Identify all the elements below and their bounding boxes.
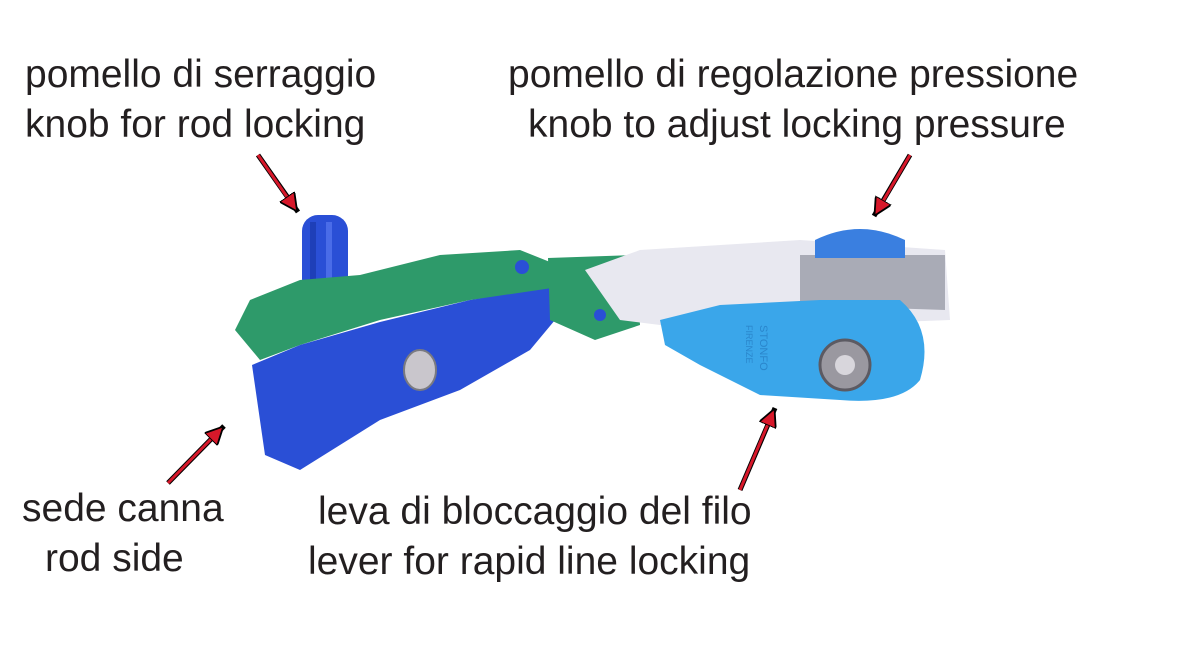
arrow-to-pressure-knob (879, 154, 912, 208)
brand-mark-city: FIRENZE (744, 325, 754, 364)
label-pressure-knob-it: pomello di regolazione pressione (508, 53, 1079, 96)
brand-mark: STONFO (757, 325, 769, 371)
label-pressure-knob-en: knob to adjust locking pressure (528, 103, 1066, 146)
arrow-to-rod-side (166, 433, 217, 485)
rod-locking-knob (302, 215, 348, 295)
pressure-knob-wheel (815, 229, 905, 258)
arrow-to-rod-knob (256, 154, 292, 204)
rod-clamp-blue-jaw (252, 288, 555, 470)
label-rod-knob-en: knob for rod locking (25, 103, 366, 146)
label-line-lever-it: leva di bloccaggio del filo (318, 490, 752, 533)
rod-clamp-green-jaw (235, 250, 552, 360)
label-rod-side-it: sede canna (22, 487, 224, 530)
label-line-lever-en: lever for rapid line locking (308, 540, 751, 583)
annotation-arrows (166, 153, 913, 491)
label-rod-side-en: rod side (45, 537, 184, 580)
line-locking-lever: STONFO FIRENZE (660, 300, 925, 401)
label-rod-knob-it: pomello di serraggio (25, 53, 377, 96)
arrow-to-lever (738, 417, 771, 491)
